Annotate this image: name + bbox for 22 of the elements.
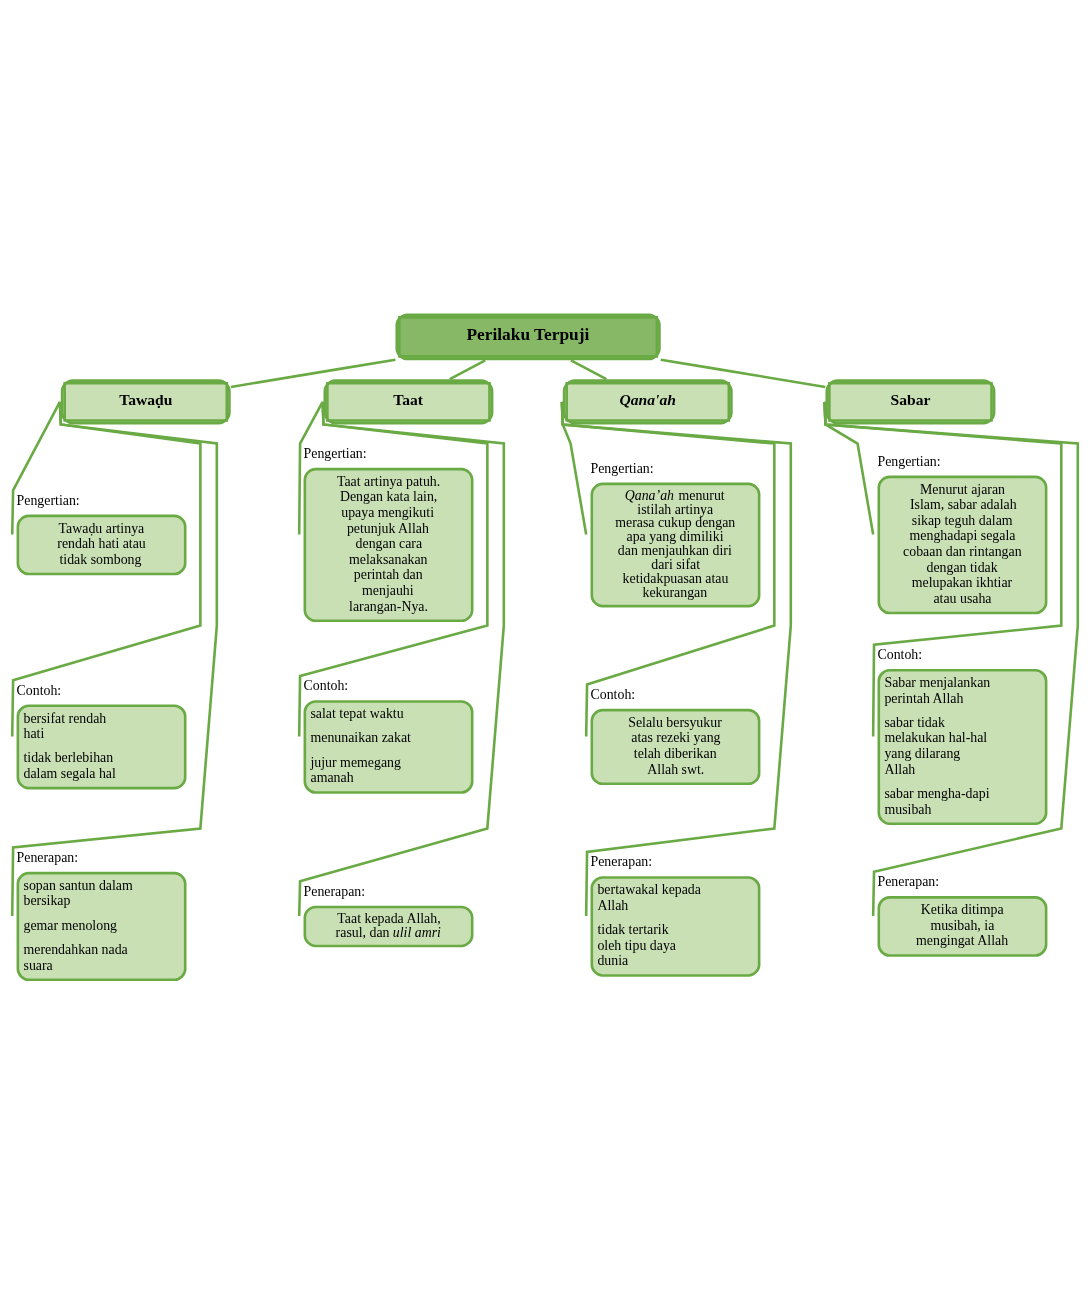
- connector: [823, 401, 1080, 916]
- connector: [230, 357, 396, 388]
- node-label: Pengertian:: [303, 445, 367, 461]
- node-label: Contoh:: [590, 686, 636, 702]
- node-label: Penerapan:: [590, 853, 653, 869]
- node-label: Penerapan:: [303, 883, 366, 899]
- connector: [10, 400, 62, 535]
- node-label: Contoh:: [303, 677, 349, 693]
- node-label: Pengertian:: [590, 460, 654, 476]
- connector: [10, 401, 202, 737]
- connector: [297, 400, 324, 535]
- node-label: Contoh:: [16, 682, 62, 698]
- node-label: Penerapan:: [877, 873, 940, 889]
- connector: [297, 401, 506, 916]
- node-label: Penerapan:: [16, 849, 79, 865]
- connector: [660, 357, 826, 388]
- connector: [560, 401, 793, 916]
- node-label: Contoh:: [877, 646, 923, 662]
- node-label: Pengertian:: [16, 492, 80, 508]
- connector: [297, 401, 489, 737]
- node-label: Pengertian:: [877, 453, 941, 469]
- connector: [10, 401, 219, 916]
